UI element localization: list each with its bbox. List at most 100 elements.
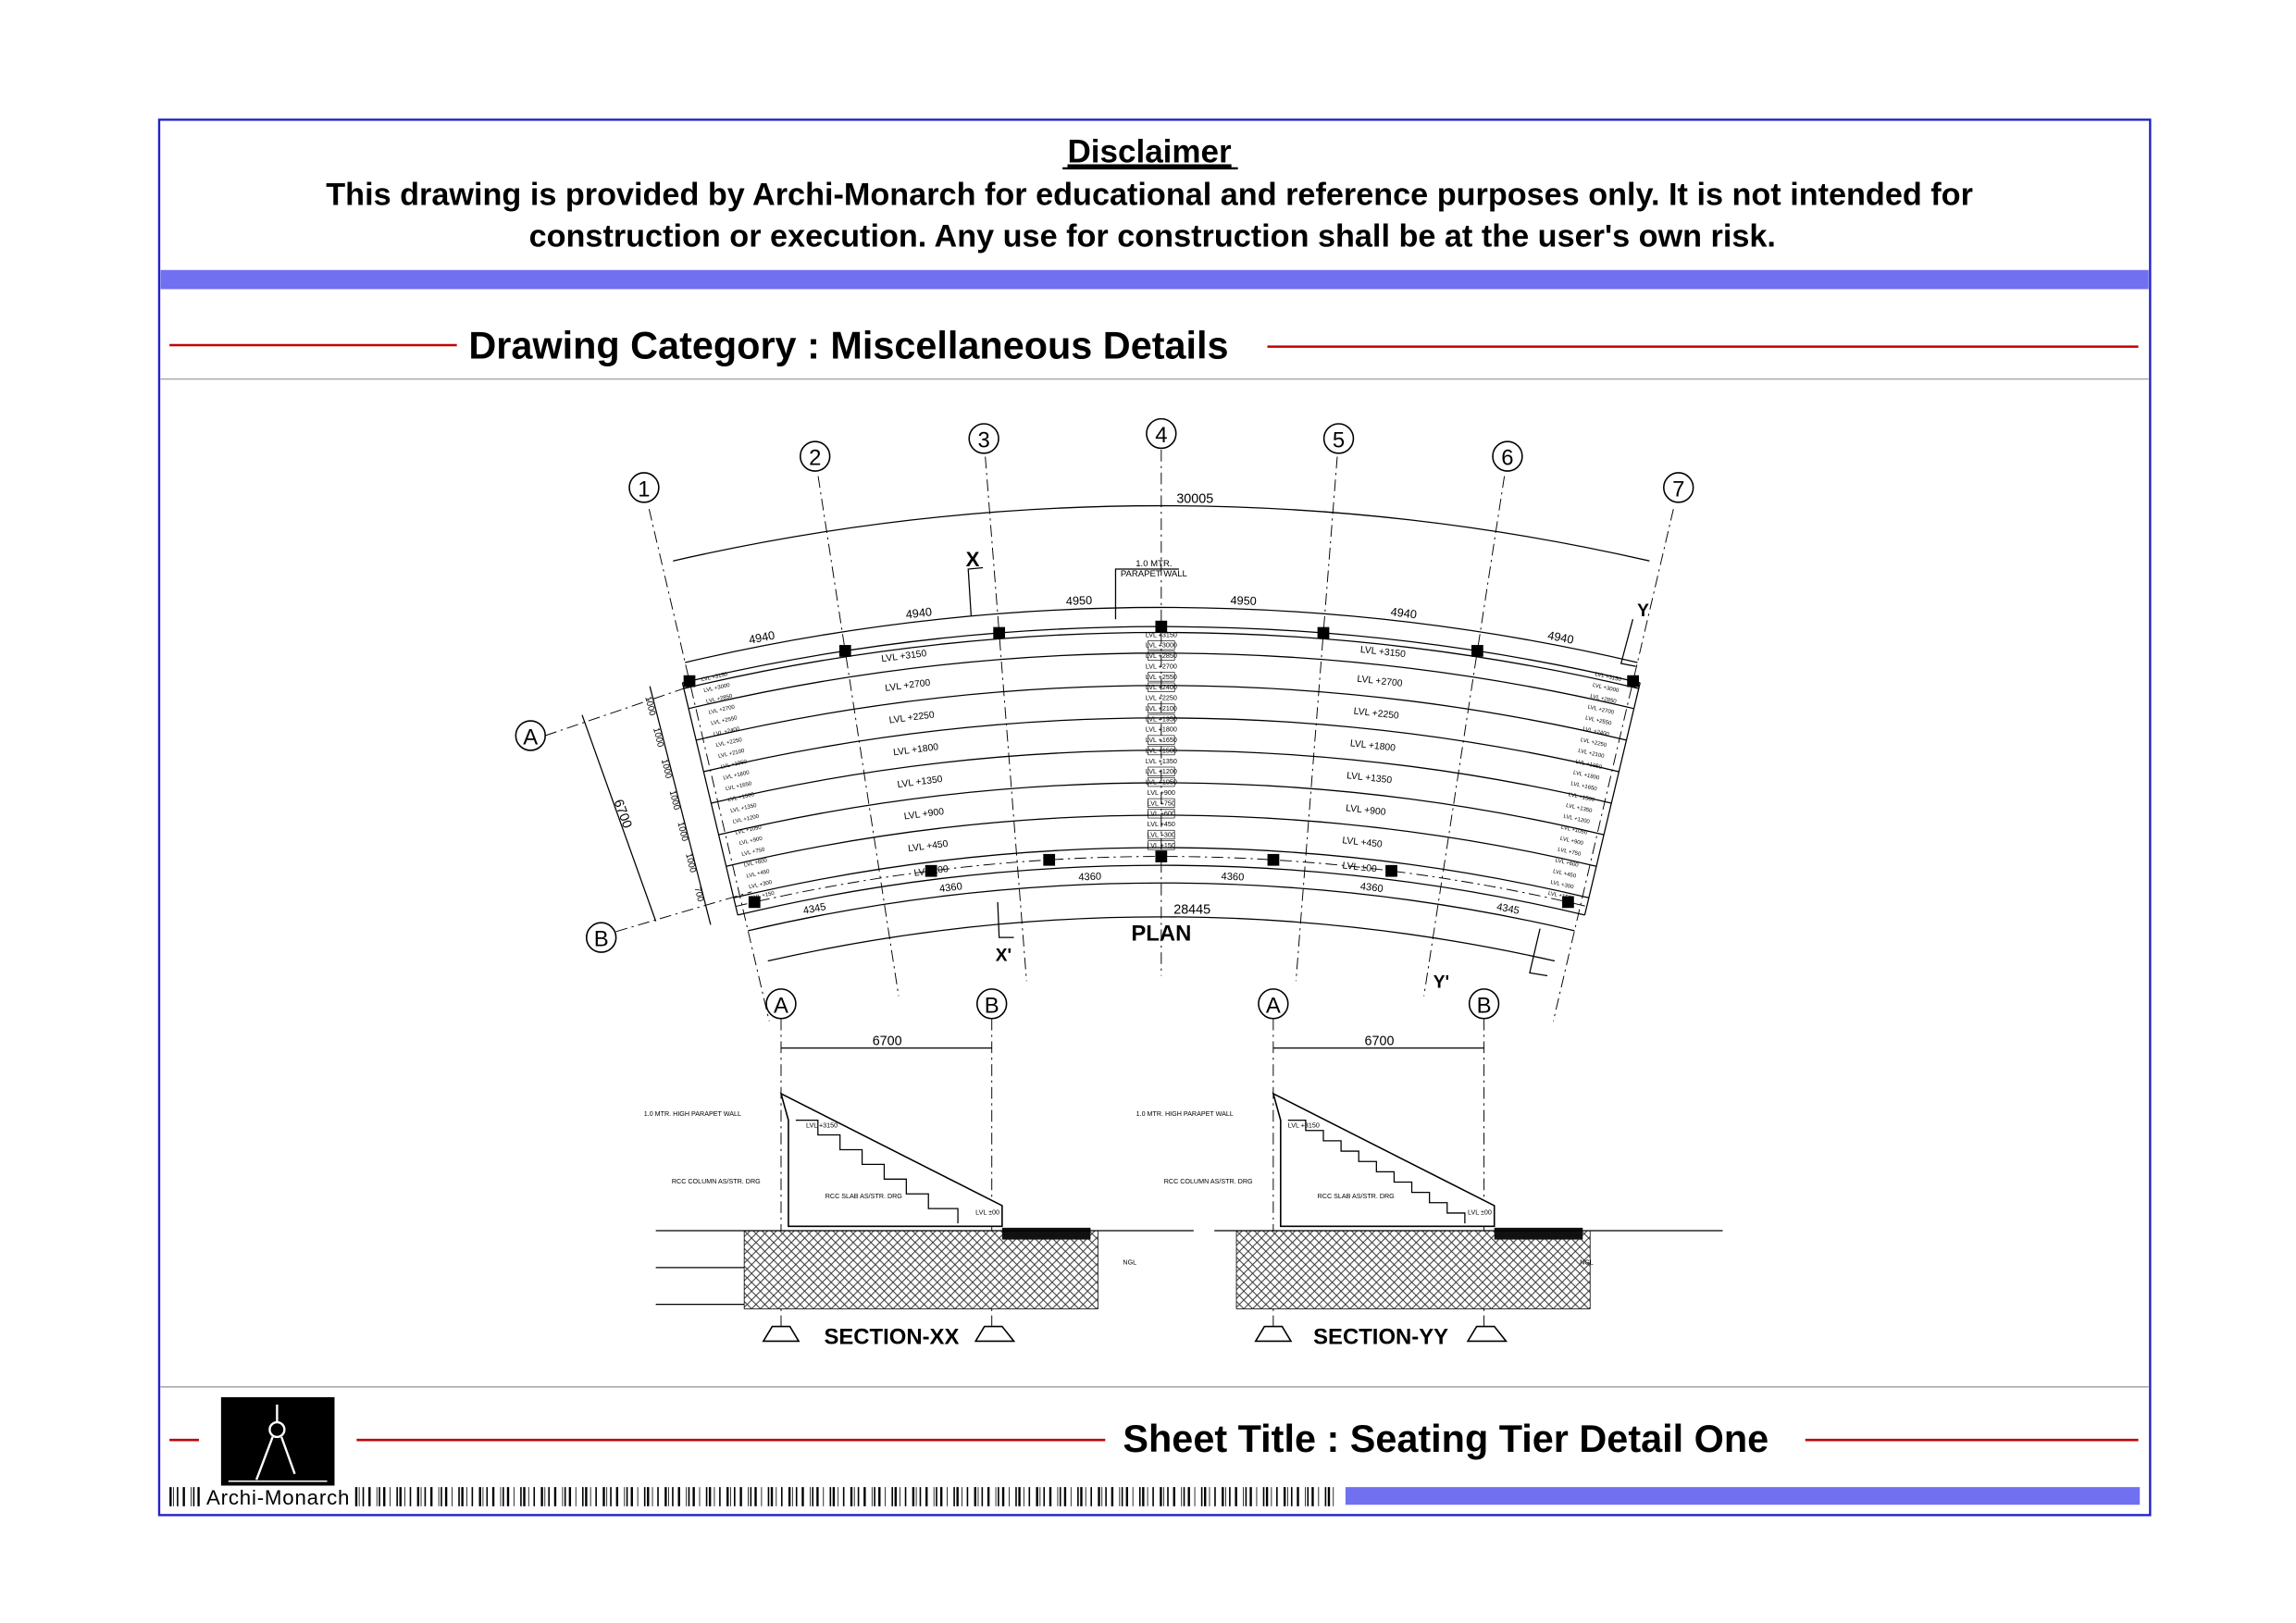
- section-yy: A B 6700 1.0 MTR. HIGH PARAPET WALL LVL …: [1136, 988, 1723, 1350]
- barcode-bar: [540, 1487, 543, 1506]
- center-level-label: LVL +1050: [1146, 779, 1177, 787]
- barcode-bar: [904, 1487, 907, 1506]
- barcode-bar: [624, 1487, 626, 1506]
- barcode-bar: [1276, 1487, 1278, 1506]
- barcode-bar: [719, 1487, 721, 1506]
- row-bubble-b: B: [975, 988, 1008, 1020]
- barcode-bar: [173, 1487, 174, 1506]
- barcode-bar: [1307, 1487, 1309, 1506]
- svg-text:RCC COLUMN AS/STR. DRG: RCC COLUMN AS/STR. DRG: [1164, 1178, 1253, 1185]
- svg-text:B: B: [1477, 993, 1492, 1018]
- barcode-bar: [379, 1487, 380, 1506]
- barcode-bar: [677, 1487, 680, 1506]
- barcode-bar: [637, 1487, 639, 1506]
- svg-text:RCC SLAB AS/STR. DRG: RCC SLAB AS/STR. DRG: [825, 1193, 903, 1200]
- barcode-bar: [829, 1487, 832, 1506]
- barcode-bar: [891, 1487, 894, 1506]
- center-level-label: LVL +2100: [1146, 705, 1177, 712]
- center-level-label: LVL +3000: [1146, 642, 1177, 650]
- barcode-bar: [1163, 1487, 1165, 1506]
- barcode-bar: [692, 1487, 695, 1506]
- end-level-label: LVL +2850: [1590, 694, 1618, 705]
- level-label: LVL +1800: [1349, 738, 1396, 753]
- outer-dimension-arc: [673, 505, 1650, 562]
- barcode-bar: [788, 1487, 791, 1506]
- barcode-bar: [801, 1487, 804, 1506]
- end-level-label: LVL +2250: [715, 737, 743, 749]
- level-box: [1148, 766, 1175, 776]
- section-title: SECTION-YY: [1313, 1325, 1448, 1350]
- barcode-bar: [823, 1487, 825, 1506]
- barcode-bar: [878, 1487, 881, 1506]
- barcode-bar: [812, 1487, 814, 1506]
- barcode-bar: [1262, 1487, 1265, 1506]
- barcode-bar: [595, 1487, 597, 1506]
- barcode-bar: [699, 1487, 701, 1506]
- end-level-label: LVL +750: [1558, 848, 1582, 858]
- grid-bubble-4: 4: [1146, 417, 1177, 450]
- barcode-bar: [1256, 1487, 1258, 1506]
- barcode-bar: [1167, 1487, 1169, 1506]
- barcode-bar: [606, 1487, 608, 1506]
- grid-bubble-circle: [1322, 423, 1355, 454]
- level-label: LVL +450: [908, 839, 949, 854]
- disclaimer-line-1: This drawing is provided by Archi-Monarc…: [326, 178, 1973, 213]
- end-level-label: LVL +1350: [1565, 803, 1593, 814]
- barcode-bar: [939, 1487, 943, 1506]
- level-label: LVL ±00: [1342, 861, 1378, 874]
- grid-bubble-circle: [968, 423, 999, 454]
- barcode-bar: [686, 1487, 688, 1506]
- barcode-bar: [533, 1487, 536, 1506]
- barcode-bar: [1070, 1487, 1072, 1506]
- level-box: [1148, 650, 1175, 661]
- grid-bubble-2: 2: [800, 440, 831, 472]
- barcode-bar: [780, 1487, 783, 1506]
- top-dimension: 4940: [1390, 604, 1418, 621]
- column: [925, 864, 937, 877]
- column: [838, 645, 851, 657]
- beam-line: [735, 856, 1587, 908]
- svg-text:X: X: [966, 548, 980, 571]
- barcode-bar: [568, 1487, 572, 1506]
- barcode-bar: [770, 1487, 774, 1506]
- barcode-bar: [1271, 1487, 1272, 1506]
- barcode-bar: [1222, 1487, 1224, 1506]
- barcode-bar: [575, 1487, 577, 1506]
- barcode-bar: [871, 1487, 873, 1506]
- end-level-label: LVL +1800: [723, 770, 751, 781]
- footer-band: [1345, 1487, 2141, 1505]
- level-label: LVL +2700: [885, 678, 931, 694]
- svg-text:B: B: [985, 993, 999, 1018]
- column: [683, 675, 696, 688]
- barcode-bar: [1077, 1487, 1079, 1506]
- svg-text:A: A: [1266, 993, 1281, 1018]
- barcode-bar: [1290, 1487, 1293, 1506]
- end-level-label: LVL +1800: [1572, 771, 1600, 782]
- svg-text:NGL: NGL: [1580, 1259, 1594, 1267]
- barcode-bar: [383, 1487, 386, 1506]
- level-box: [1148, 703, 1175, 713]
- svg-text:1.0 MTR. HIGH PARAPET WALL: 1.0 MTR. HIGH PARAPET WALL: [644, 1110, 741, 1118]
- barcode-bar: [527, 1487, 529, 1506]
- barcode-bar: [1225, 1487, 1226, 1506]
- row-bubble-b: B: [585, 922, 617, 953]
- barcode-bar: [399, 1487, 402, 1506]
- tier-edge: [711, 750, 1612, 804]
- barcode-bar: [562, 1487, 564, 1506]
- row-bubble-a: A: [765, 988, 797, 1020]
- barcode-bar: [1152, 1487, 1154, 1506]
- section-mark-x: X: [966, 548, 984, 617]
- tier-end-wall: [1583, 682, 1641, 916]
- barcode-bar: [643, 1487, 646, 1506]
- barcode-bar: [1063, 1487, 1067, 1506]
- section-xx: A B 6700 1.0 MTR. HIGH PARAPET WALL LVL …: [644, 988, 1194, 1350]
- barcode-bar: [1009, 1487, 1010, 1506]
- barcode-bar: [726, 1487, 729, 1506]
- bottom-dimension: 4360: [938, 881, 962, 895]
- end-level-label: LVL +150: [751, 891, 776, 901]
- parapet-note: PARAPET WALL: [1121, 569, 1187, 579]
- column: [1043, 853, 1056, 866]
- barcode-bar: [1119, 1487, 1121, 1506]
- end-level-label: LVL +3000: [703, 683, 731, 694]
- barcode-bar: [1305, 1487, 1306, 1506]
